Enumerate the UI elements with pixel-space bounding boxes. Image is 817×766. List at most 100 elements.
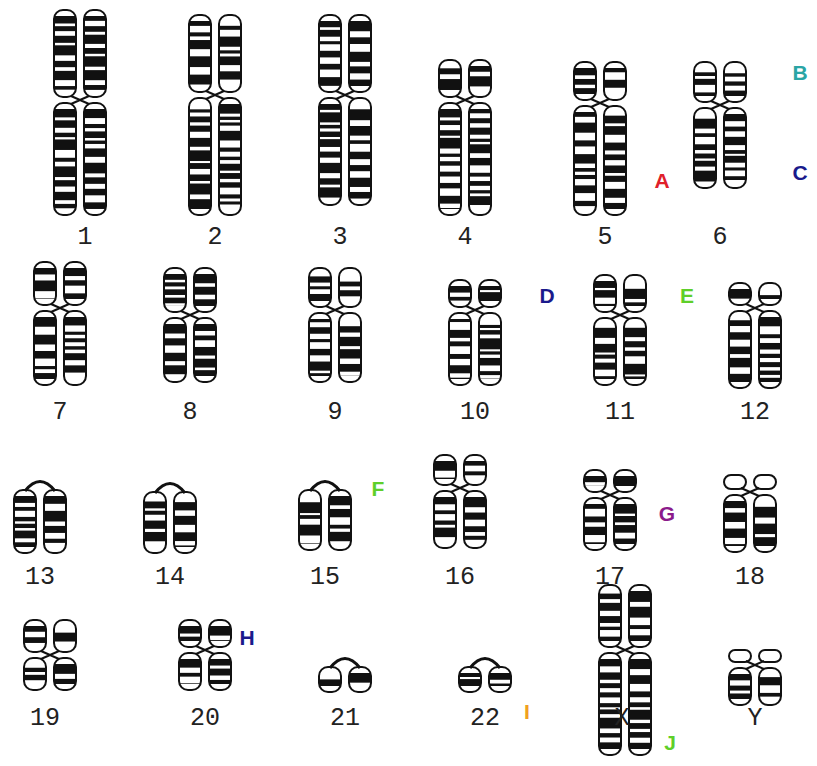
chromosome-pair <box>599 585 651 755</box>
chromosome-number: 15 <box>310 565 340 590</box>
chromosome-band <box>320 77 340 86</box>
chromosome-band <box>320 30 340 37</box>
chromosome-arm <box>219 15 241 92</box>
chromosome-band <box>190 184 210 195</box>
chromosome-band <box>595 363 615 370</box>
chromosome-band <box>350 52 370 62</box>
chromosome-band <box>195 347 215 356</box>
chromosome-band <box>725 501 745 508</box>
chromosome-band <box>190 40 210 49</box>
chromosome-band <box>350 80 370 86</box>
centromere <box>616 646 634 654</box>
chromosome-band <box>595 376 615 379</box>
chromosome-band <box>55 664 75 674</box>
chromosome-outline <box>604 106 626 215</box>
chromosome-arm <box>604 106 626 215</box>
chromosome-band <box>435 497 455 504</box>
chromosome-arm <box>724 62 746 102</box>
chromosome-band <box>65 365 85 372</box>
chromosome-arm <box>464 491 486 548</box>
chromosome-outline <box>759 650 781 662</box>
chromosome-band <box>600 627 620 630</box>
chromosome-band <box>165 353 185 361</box>
chromosome-band <box>575 140 595 146</box>
chromosome-band <box>450 341 470 346</box>
chromosome-outline <box>194 268 216 312</box>
chromosome-outline <box>329 490 351 550</box>
chromosome-outline <box>54 658 76 690</box>
chromosome-arm <box>219 98 241 215</box>
chromosome-arm <box>574 62 596 100</box>
centromere <box>741 488 759 496</box>
chromosome-band <box>220 56 240 65</box>
chromosome-arm <box>604 62 626 100</box>
chromosome-band <box>435 510 455 514</box>
chromosome-outline <box>309 313 331 382</box>
chromosome-band <box>190 163 210 169</box>
chromosome-band <box>695 119 715 129</box>
chromosome-band <box>55 633 75 642</box>
chromosome-band <box>730 347 750 354</box>
chromosome-band <box>340 290 360 296</box>
chromosome-outline <box>439 103 461 215</box>
chromosome-arm <box>64 262 86 305</box>
chromosome-band <box>575 185 595 193</box>
chromosome-outline <box>694 62 716 102</box>
chromosome-band <box>15 507 35 511</box>
chromosome-arm <box>164 268 186 312</box>
chromosome-band <box>220 148 240 152</box>
chromosome-band <box>25 637 45 643</box>
chromosome-band <box>435 521 455 525</box>
chromosome-arm <box>624 318 646 385</box>
chromosome-band <box>300 543 320 545</box>
chromosome-arm <box>574 106 596 215</box>
chromosome-band <box>55 180 75 186</box>
chromosome-band <box>320 163 340 173</box>
chromosome-band <box>575 154 595 163</box>
chromosome-band <box>145 511 165 515</box>
chromosome-band <box>180 673 200 677</box>
chromosome-arm <box>44 490 66 553</box>
chromosome-band <box>190 150 210 161</box>
chromosome-outline <box>339 313 361 382</box>
chromosome-band <box>450 297 470 301</box>
chromosome-number: 10 <box>460 400 490 425</box>
chromosome-band <box>85 163 105 174</box>
chromosome-arm <box>594 318 616 385</box>
chromosome-band <box>440 130 460 136</box>
chromosome-band <box>725 150 745 154</box>
chromosome-band <box>85 70 105 80</box>
chromosome-arm <box>189 15 211 92</box>
chromosome-pair <box>319 659 371 693</box>
chromosome-band <box>440 183 460 188</box>
chromosome-band <box>55 158 75 162</box>
chromosome-pair <box>179 620 231 690</box>
chromosome-outline <box>574 62 596 100</box>
chromosome-outline <box>724 108 746 188</box>
chromosome-band <box>440 68 460 74</box>
chromosome-band <box>190 174 210 181</box>
chromosome-band <box>220 104 240 114</box>
chromosome-band <box>190 199 210 209</box>
chromosome-band <box>65 268 85 276</box>
chromosome-arm <box>209 653 231 690</box>
chromosome-number: 20 <box>190 706 220 731</box>
chromosome-arm <box>439 60 461 97</box>
chromosome-arm <box>34 262 56 305</box>
chromosome-band <box>35 268 55 274</box>
chromosome-pair <box>724 475 776 552</box>
chromosome-band <box>440 79 460 90</box>
chromosome-band <box>440 109 460 117</box>
chromosome-band <box>760 378 780 382</box>
centromere <box>746 661 764 669</box>
chromosome-band <box>470 109 490 113</box>
chromosome-band <box>755 507 775 518</box>
chromosome-outline <box>194 318 216 382</box>
chromosome-band <box>175 502 195 510</box>
chromosome-number: 1 <box>77 225 92 250</box>
chromosome-band <box>760 343 780 350</box>
chromosome-band <box>195 359 215 368</box>
chromosome-outline <box>594 275 616 312</box>
chromosome-outline <box>309 268 331 307</box>
chromosome-outline <box>219 15 241 92</box>
